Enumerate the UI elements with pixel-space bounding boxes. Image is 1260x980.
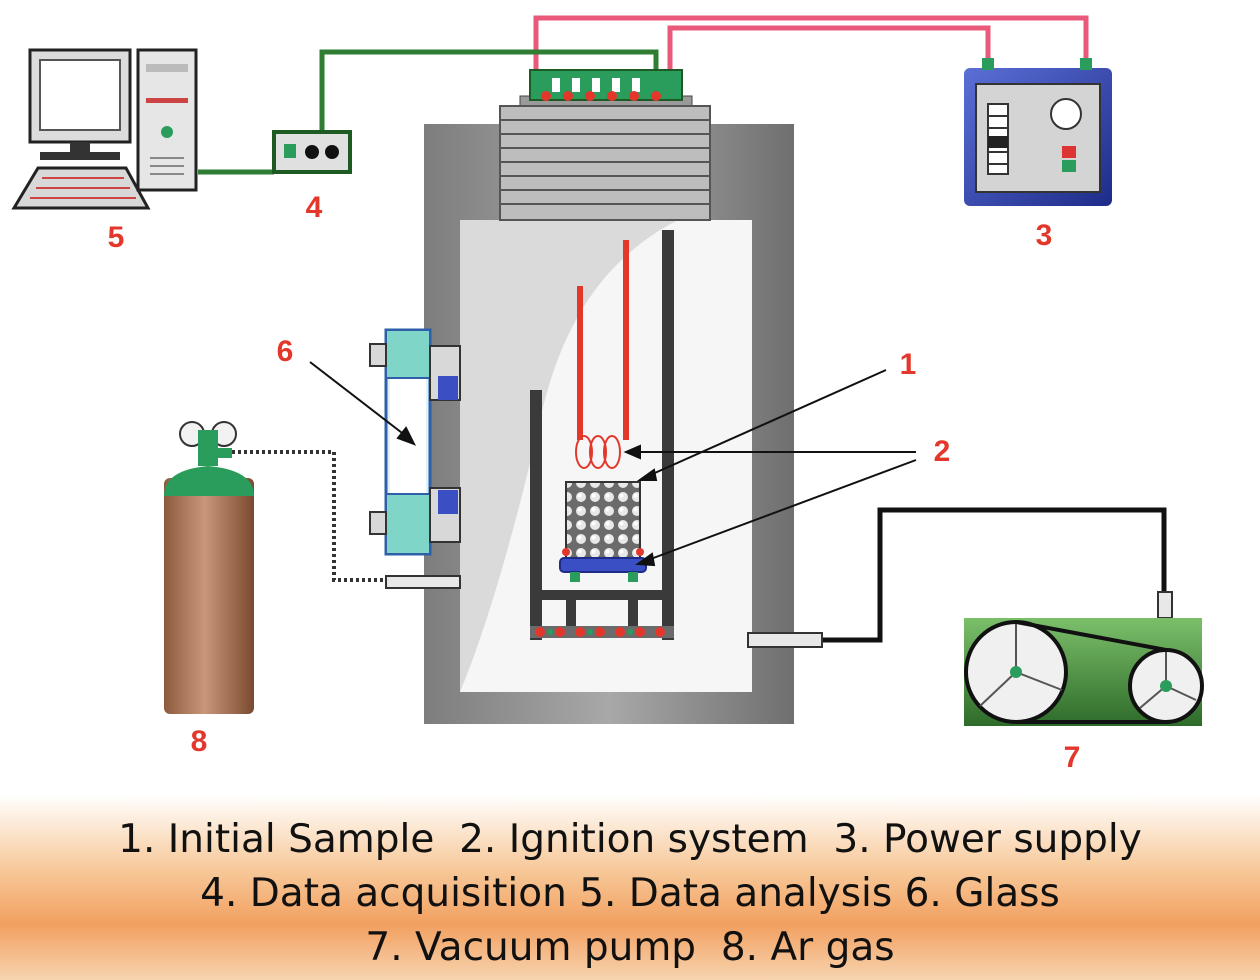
label-2: 2 [933, 435, 951, 468]
pump-inlet [1157, 591, 1173, 619]
data-wire [198, 49, 659, 175]
power-supply [964, 58, 1112, 206]
label-6: 6 [276, 335, 294, 368]
label-8: 8 [190, 725, 208, 758]
gas-cylinder [164, 421, 254, 714]
gas-inlet-port [385, 575, 461, 589]
ignition-coil [575, 240, 629, 469]
label-1: 1 [899, 348, 917, 381]
label-3: 3 [1035, 219, 1053, 252]
vacuum-line [822, 507, 1167, 643]
legend-line-2: 4. Data acquisition 5. Data analysis 6. … [200, 871, 1060, 916]
legend-caption: 1. Initial Sample 2. Ignition system 3. … [0, 795, 1260, 980]
legend-line-1: 1. Initial Sample 2. Ignition system 3. … [118, 817, 1142, 862]
lid-flange [499, 69, 711, 221]
label-7: 7 [1063, 741, 1081, 774]
label-4: 4 [305, 191, 323, 224]
computer [11, 48, 198, 210]
vacuum-port [747, 632, 823, 648]
vacuum-pump [964, 618, 1204, 726]
legend-line-3: 7. Vacuum pump 8. Ar gas [365, 925, 895, 970]
power-wire [533, 15, 1089, 72]
schematic-diagram [11, 15, 1204, 726]
label-5: 5 [107, 221, 125, 254]
sample-holder-frame [530, 230, 674, 640]
initial-sample [559, 481, 647, 582]
gas-line [232, 450, 388, 582]
data-acquisition-box [272, 130, 352, 174]
callout-arrows [309, 361, 917, 567]
